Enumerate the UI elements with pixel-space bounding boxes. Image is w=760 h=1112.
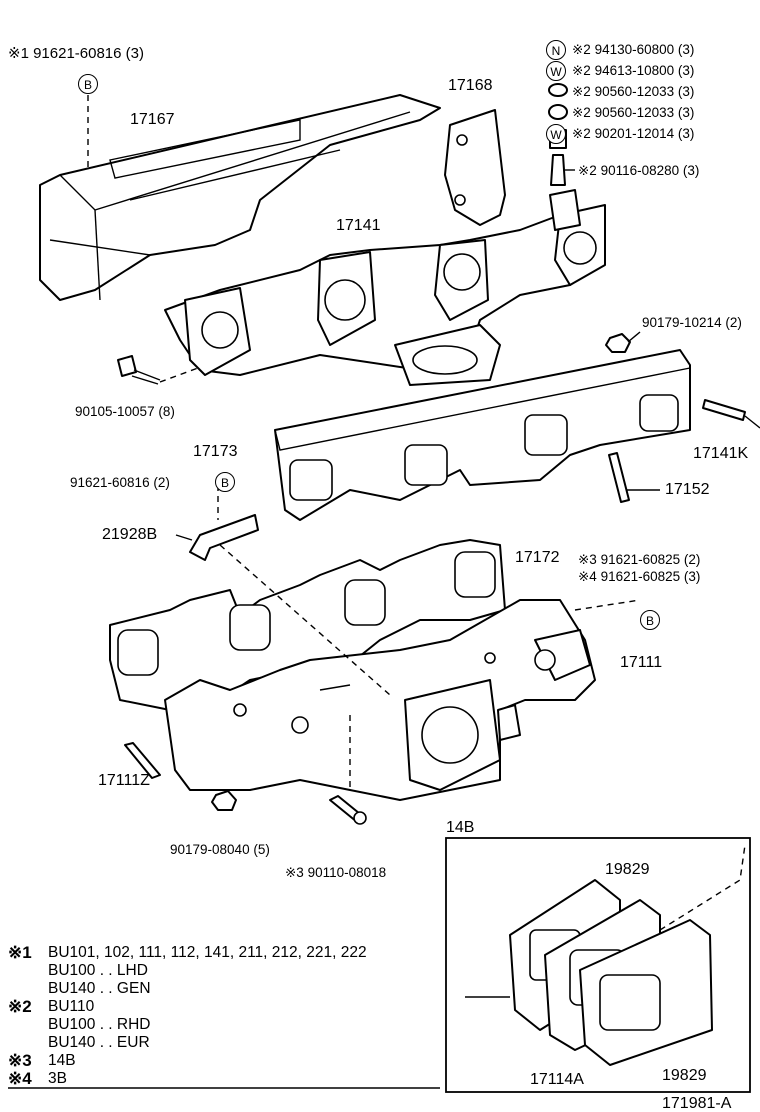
- ref-circle-b-right: B: [640, 610, 660, 630]
- legend-mark: ※2: [8, 997, 32, 1016]
- label-inset-left: 17114A: [530, 1071, 584, 1088]
- inset-title: 14B: [446, 819, 475, 836]
- hardware-item: ※2 90201-12014 (3): [572, 126, 695, 141]
- figure-code: 171981-A: [662, 1095, 732, 1112]
- label-stud-17152: 17152: [665, 481, 710, 498]
- legend-text: BU140 . . EUR: [48, 1034, 150, 1051]
- stud-17111z: [124, 742, 161, 779]
- heat-insulator-17167: [39, 94, 441, 301]
- legend-text: 14B: [48, 1052, 76, 1069]
- label-bolt-right-4: ※4 91621-60825 (3): [578, 569, 701, 584]
- label-bolt-ref-b: 91621-60816 (2): [70, 475, 170, 490]
- stud-17141k: [702, 399, 760, 429]
- gasket-17173: [274, 349, 691, 521]
- hardware-item: ※2 90560-12033 (3): [572, 84, 695, 99]
- intake-manifold-17111: [164, 599, 596, 801]
- label-inset-right: 19829: [662, 1067, 707, 1084]
- gasket-17172: [109, 539, 506, 711]
- label-heat-insulator: 17167: [130, 111, 175, 128]
- label-nut-right: 90179-10214 (2): [642, 315, 742, 330]
- symbol-w: W: [546, 61, 566, 81]
- bolt-90110: [329, 795, 367, 825]
- hardware-item: ※2 90560-12033 (3): [572, 105, 695, 120]
- label-bolt-right-3: ※3 91621-60825 (2): [578, 552, 701, 567]
- label-gasket-17172: 17172: [515, 549, 560, 566]
- label-bracket: 17168: [448, 77, 493, 94]
- legend-text: 3B: [48, 1070, 67, 1087]
- nut-90179-10214: [605, 331, 641, 353]
- exhaust-manifold-17141: [164, 189, 606, 386]
- label-nut-lower: 90179-08040 (5): [170, 842, 270, 857]
- legend-text: BU100 . . RHD: [48, 1016, 151, 1033]
- ref-circle-b-top: B: [78, 74, 98, 94]
- label-gasket-17173: 17173: [193, 443, 238, 460]
- inset-14b-parts: [465, 844, 746, 1066]
- symbol-n: N: [546, 40, 566, 60]
- label-stud-17141k: 17141K: [693, 445, 749, 462]
- nut-90179-08040: [211, 790, 237, 811]
- legend-text: BU140 . . GEN: [48, 980, 151, 997]
- label-bolt-left: 90105-10057 (8): [75, 404, 175, 419]
- label-stud-17111z: 17111Z: [98, 772, 150, 789]
- clamp-21928b: [175, 485, 259, 561]
- legend-text: BU110: [48, 998, 95, 1015]
- legend-mark: ※4: [8, 1069, 32, 1088]
- symbol-w: W: [546, 124, 566, 144]
- ref-circle-b-mid: B: [215, 472, 235, 492]
- hardware-item: ※2 90116-08280 (3): [578, 163, 700, 178]
- legend-text: BU101, 102, 111, 112, 141, 211, 212, 221…: [48, 944, 367, 961]
- label-clamp: 21928B: [102, 526, 158, 543]
- label-exhaust-manifold: 17141: [336, 217, 381, 234]
- bracket-17168: [444, 109, 506, 226]
- bolt-90105: [117, 355, 199, 385]
- hardware-item: ※2 94613-10800 (3): [572, 63, 695, 78]
- stud-17152: [608, 452, 660, 503]
- hardware-item: ※2 94130-60800 (3): [572, 42, 695, 57]
- label-intake-manifold: 17111: [620, 654, 663, 671]
- legend-text: BU100 . . LHD: [48, 962, 148, 979]
- label-inset-top: 19829: [605, 861, 650, 878]
- label-top-left-bolt: ※1 91621-60816 (3): [8, 45, 144, 62]
- inset-frame: [445, 837, 751, 1093]
- legend-mark: ※3: [8, 1051, 32, 1070]
- legend-mark: ※1: [8, 943, 32, 962]
- label-bolt-lower: ※3 90110-08018: [285, 865, 387, 880]
